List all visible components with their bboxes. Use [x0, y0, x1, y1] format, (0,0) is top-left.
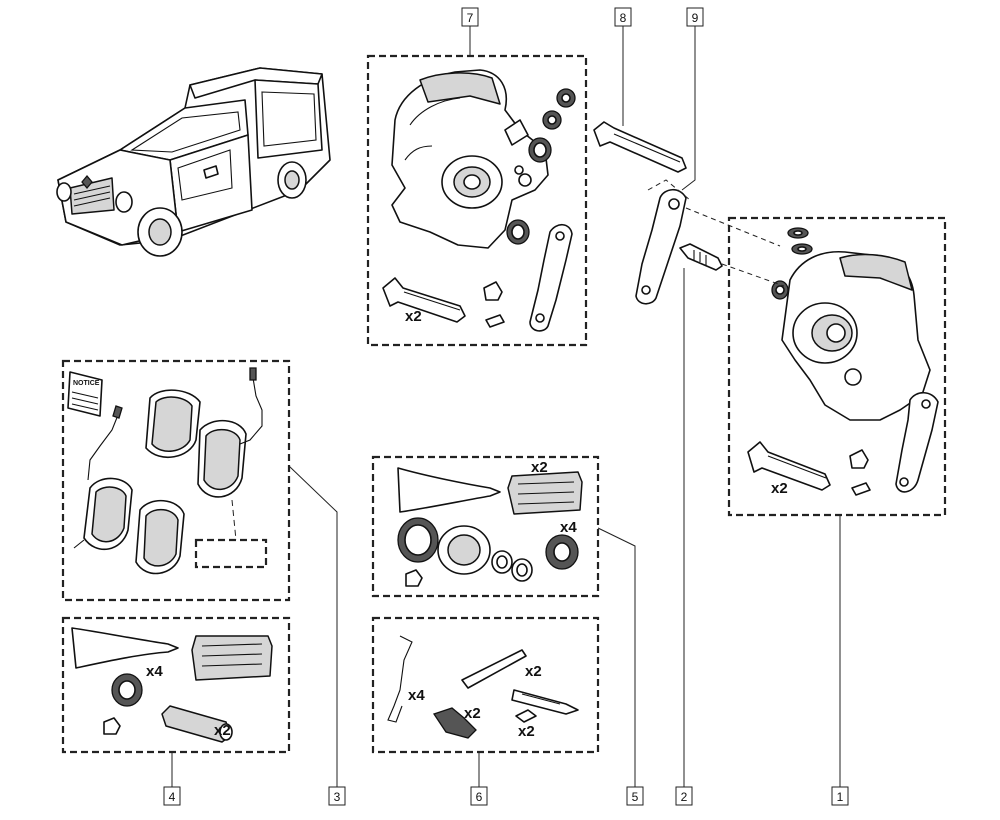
callout-2: 2 [675, 786, 693, 806]
kit-1-bolt-quantity: x2 [771, 480, 788, 497]
callout-6: 6 [470, 786, 488, 806]
kit-4-boot-quantity: x4 [146, 663, 163, 680]
kit-5-box [371, 455, 600, 598]
bleed-screw-part-2 [679, 243, 723, 271]
kit-6-pin-quantity: x2 [518, 723, 535, 740]
kit-6-plate-quantity: x2 [464, 705, 481, 722]
caliper-assembly-kit-7 [382, 69, 576, 332]
van-illustration [56, 67, 331, 257]
callout-9-label: 9 [692, 11, 699, 25]
leader-3 [288, 465, 338, 787]
kit-7-box [366, 54, 588, 347]
callout-6-label: 6 [476, 790, 483, 804]
brake-pads-kit-3: NOTICE [67, 367, 268, 575]
kit-5-boot-quantity: x4 [560, 519, 577, 536]
callout-8: 8 [614, 7, 632, 27]
kit-1-box [727, 216, 947, 517]
callout-9: 9 [686, 7, 704, 27]
kit-4-box [61, 616, 291, 754]
leader-5 [597, 527, 636, 787]
kit-6-box [371, 616, 600, 754]
kit-3-box [61, 359, 291, 602]
caliper-assembly-kit-1 [747, 227, 939, 496]
callout-8-label: 8 [620, 11, 627, 25]
kit-6-clip-quantity: x2 [525, 663, 542, 680]
clip-kit-6 [387, 635, 579, 739]
kit-6-spring-quantity: x4 [408, 687, 425, 704]
callout-1: 1 [831, 786, 849, 806]
callout-4: 4 [163, 786, 181, 806]
accessory-kit-4 [71, 627, 273, 743]
callout-5-label: 5 [632, 790, 639, 804]
guide-bolt-part-8 [593, 121, 687, 173]
bracket-part-9 [635, 188, 687, 305]
callout-5: 5 [626, 786, 644, 806]
seal-kit-5 [397, 467, 583, 587]
callout-2-label: 2 [681, 790, 688, 804]
callout-1-label: 1 [837, 790, 844, 804]
notice-booklet-label: NOTICE [73, 380, 100, 387]
callout-3-label: 3 [334, 790, 341, 804]
kit-4-sleeve-quantity: x2 [214, 722, 231, 739]
leader-9 [681, 26, 696, 191]
callout-7: 7 [461, 7, 479, 27]
callout-4-label: 4 [169, 790, 176, 804]
kit-5-grease-quantity: x2 [531, 459, 548, 476]
kit-7-bolt-quantity: x2 [405, 308, 422, 325]
callout-3: 3 [328, 786, 346, 806]
callout-7-label: 7 [467, 11, 474, 25]
